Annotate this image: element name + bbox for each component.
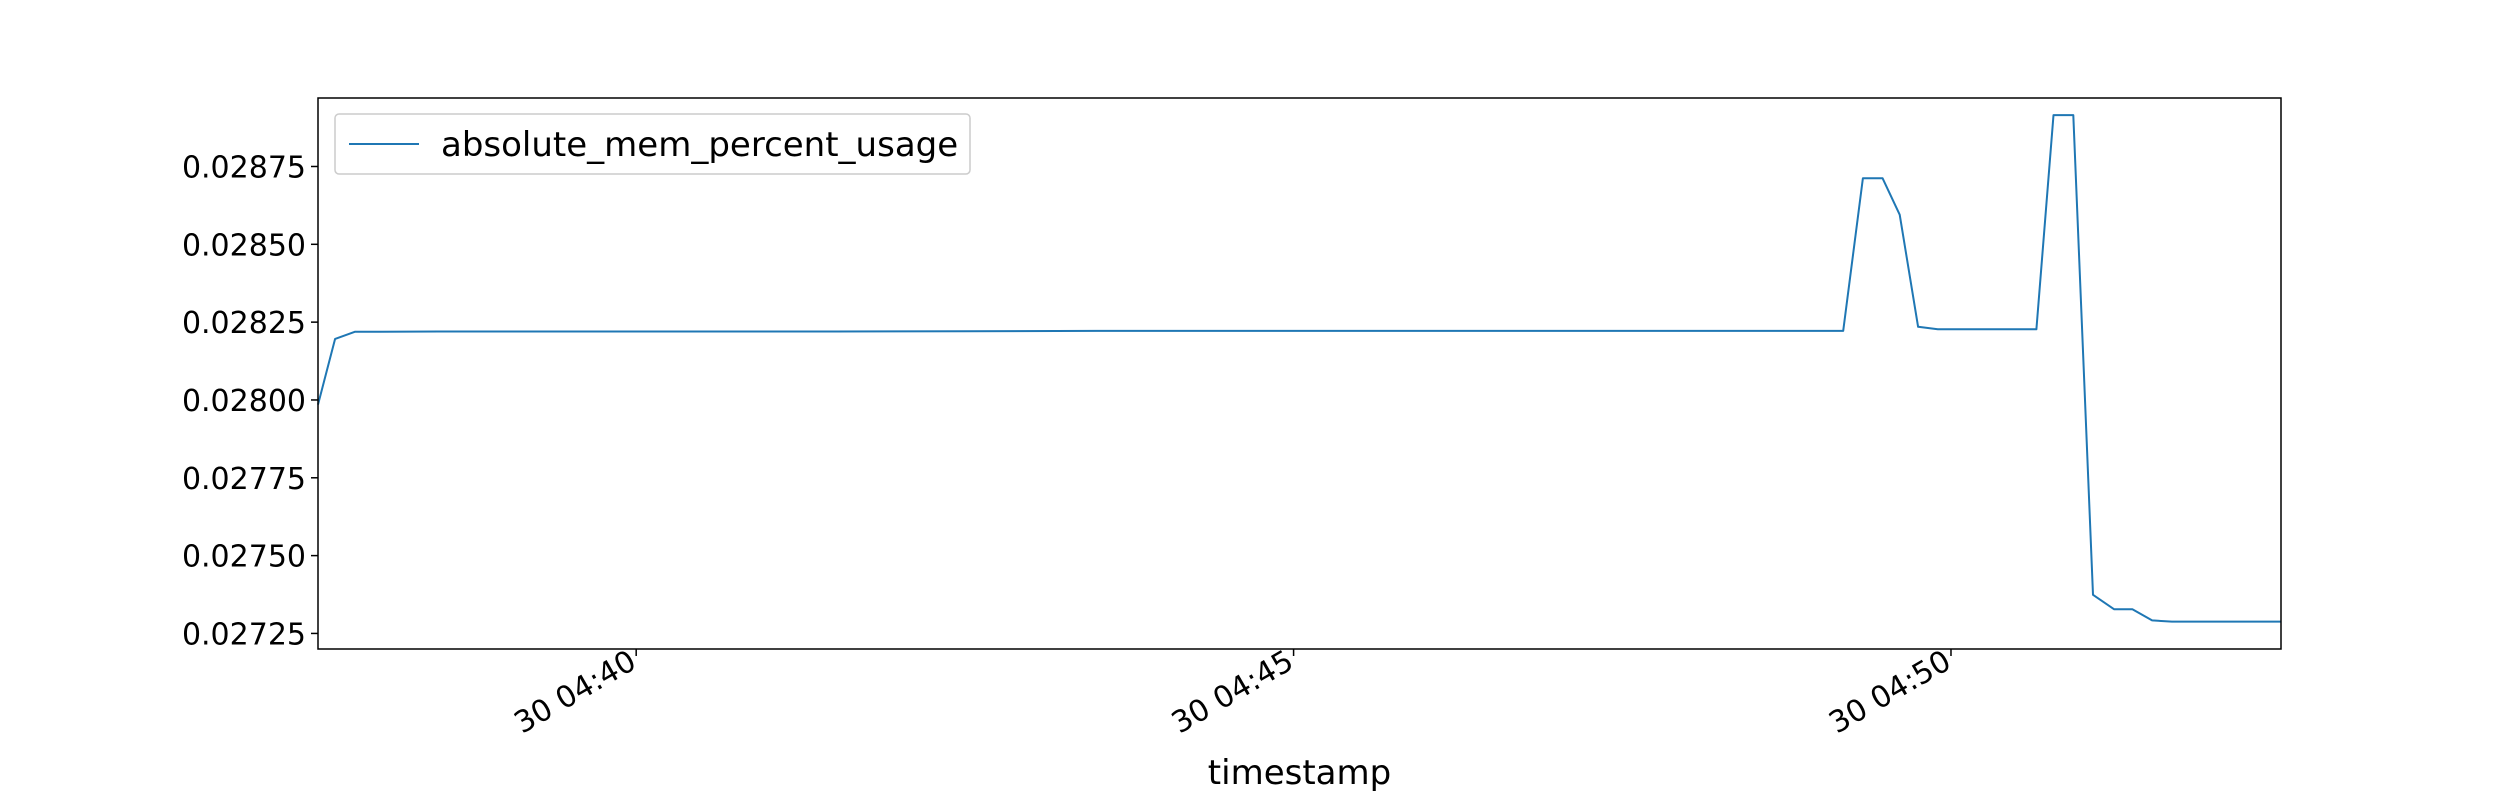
x-tick-label: 30 04:40 (508, 644, 642, 741)
y-tick-label: 0.02875 (182, 150, 306, 185)
plot-frame (317, 97, 2282, 650)
x-axis: 30 04:40 30 04:45 30 04:50 (508, 644, 1956, 741)
y-tick-label: 0.02750 (182, 540, 306, 575)
y-tick-label: 0.02825 (182, 306, 306, 341)
y-tick-label: 0.02800 (182, 384, 306, 419)
x-axis-label: timestamp (1208, 753, 1391, 793)
y-tick-label: 0.02725 (182, 617, 306, 652)
legend-box (334, 113, 971, 175)
series-line (317, 114, 2281, 623)
legend: absolute_mem_percent_usage (334, 113, 971, 175)
x-tick-label: 30 04:50 (1823, 644, 1957, 741)
plot-lines (317, 114, 2281, 623)
y-tick-label: 0.02850 (182, 228, 306, 263)
x-tick-label: 30 04:45 (1166, 644, 1300, 741)
legend-label: absolute_mem_percent_usage (441, 125, 958, 165)
y-axis: 0.02725 0.02750 0.02775 0.02800 0.02825 0.028… (182, 150, 318, 652)
y-tick-label: 0.02775 (182, 462, 306, 497)
